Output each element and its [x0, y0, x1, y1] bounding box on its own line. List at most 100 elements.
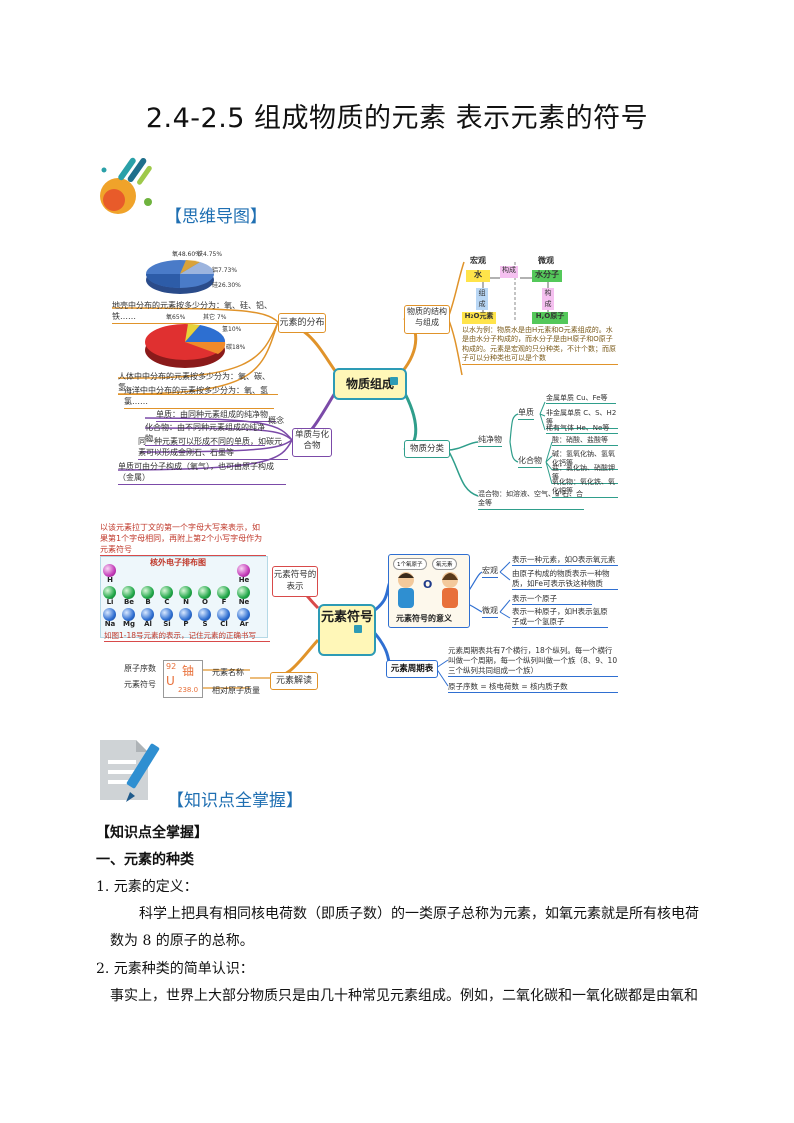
atom-be [122, 586, 135, 599]
pie1-label-si: 硅26.30% [212, 282, 241, 289]
para-1a: 科学上把具有相同核电荷数（即质子数）的一类原子总称为元素，如氧元素就是所有核电荷 [139, 906, 699, 922]
sym-ar: Ar [239, 620, 249, 628]
page-title: 2.4-2.5 组成物质的元素 表示元素的符号 [145, 103, 649, 134]
crust-text: 地壳中分布的元素按多少分为：氧、硅、铝、铁…… [112, 301, 282, 324]
metal-text: 金属单质 Cu、Fe等 [546, 394, 616, 405]
para-2: 事实上，世界上大部分物质只是由几十种常见元素组成。例如，二氧化碳和一氧化碳都是由… [110, 988, 698, 1004]
knowledge-heading: 【知识点全掌握】 [167, 791, 303, 811]
sym-f: F [221, 598, 227, 606]
sym-li: Li [106, 598, 114, 606]
water-box: 水 [466, 270, 490, 282]
node-element-read: 元素解读 [270, 672, 318, 690]
concept-label: 概念 [268, 416, 284, 425]
comp-def: 化合物：由不同种元素组成的纯净物 [145, 423, 265, 446]
sym-p: P [183, 620, 189, 628]
compound-label: 化合物 [518, 456, 542, 468]
compound-line3: 同一种元素可以形成不同的单质，如碳元素可以形成金刚石、石墨等 [138, 437, 288, 460]
elem-def: 单质：由同种元素组成的纯净物 [156, 410, 276, 422]
element-name: 铀 [182, 664, 195, 678]
sym-al: Al [144, 620, 152, 628]
sea-text: 海洋中中分布的元素按多少分为：氧、氢氯…… [124, 386, 274, 409]
h2o-atom-box: H,O原子 [532, 312, 568, 324]
atomic-number-label: 原子序数 [124, 664, 156, 673]
meaning-label: 元素符号的意义 [396, 614, 452, 623]
acid-text: 酸：硝酸、盐酸等 [552, 436, 618, 447]
made-box: 构成 [500, 266, 518, 278]
atom-ar [237, 608, 250, 621]
mindmap-heading: 【思维导图】 [165, 207, 267, 227]
pure-label: 纯净物 [478, 435, 502, 447]
comet-icon [100, 157, 152, 214]
rare-text: 稀有气体 He、Ne等 [546, 424, 618, 435]
atom-ne [237, 586, 250, 599]
item-2: 2. 元素种类的简单认识： [96, 961, 254, 977]
node-periodic-table: 元素周期表 [386, 660, 438, 678]
human-text: 人体中中分布的元素按多少分为：氧、碳、氢…… [118, 372, 278, 395]
macro-label-2: 宏观 [482, 566, 498, 578]
section-1-title: 一、元素的种类 [96, 852, 194, 868]
nonmetal-text: 非金属单质 C、S、H2等 [546, 409, 618, 429]
atom-na [103, 608, 116, 621]
item-1: 1. 元素的定义： [96, 879, 198, 895]
pie1-label-al: 铝7.73% [212, 267, 238, 274]
structure-note: 以水为例：物质水是由H元素和O元素组成的。水是由水分子构成的，而水分子是由H原子… [462, 326, 618, 365]
sym-o: O [202, 598, 208, 606]
sym-be: Be [123, 598, 135, 606]
crust-pie-chart [146, 260, 215, 294]
atom-b [141, 586, 154, 599]
bubble-element: 氧元素 [432, 558, 457, 570]
salt-text: 盐：氯化钠、硝酸钾等 [552, 464, 618, 484]
document-pen-icon [100, 740, 160, 802]
macro-m2: 由原子构成的物质表示一种物质，如Fe可表示铁这种物质 [512, 569, 618, 591]
node-distribution: 元素的分布 [278, 313, 326, 333]
letter-o: O [423, 578, 433, 591]
atom-p [179, 608, 192, 621]
symbol-rule: 以该元素拉丁文的第一个字母大写来表示，如果第1个字母相同，再附上第2个小写字母作… [100, 523, 266, 557]
pie1-label-fe: 铁4.75% [197, 251, 223, 258]
pie2-label-other: 其它 7% [203, 314, 227, 321]
sym-c: C [164, 598, 170, 606]
sym-he: He [238, 576, 250, 584]
base-text: 碱：氢氧化钠、氢氧化钙等 [552, 450, 618, 470]
sym-na: Na [104, 620, 116, 628]
center-node-symbol: 元素符号 [318, 604, 376, 656]
sym-s: S [202, 620, 208, 628]
elem-label: 单质 [518, 408, 534, 420]
pie2-label-c: 碳18% [226, 344, 246, 351]
atom-f [217, 586, 230, 599]
human-pie-chart [145, 324, 226, 368]
sym-si: Si [163, 620, 171, 628]
element-name-label: 元素名称 [212, 668, 244, 677]
atom-al [141, 608, 154, 621]
node-structure: 物质的结构与组成 [404, 305, 450, 334]
body-heading: 【知识点全掌握】 [96, 825, 208, 841]
oxide-text: 氧化物：氧化铁、氧化铜等 [552, 478, 618, 498]
sym-cl: Cl [220, 620, 228, 628]
atom-cl [217, 608, 230, 621]
pie1-label-o: 氧48.60% [172, 251, 201, 258]
node-classify: 物质分类 [404, 440, 450, 458]
atom-h [103, 564, 116, 577]
h2o-elem-box: H₂O元素 [462, 312, 496, 324]
sym-h: H [107, 576, 113, 584]
note-icon-2 [354, 625, 362, 633]
water-mol-box: 水分子 [532, 270, 562, 282]
bubble-atom: 1个氧原子 [393, 558, 427, 570]
element-symbol-label: 元素符号 [124, 680, 156, 689]
macro-m1: 表示一种元素，如O表示氧元素 [512, 555, 618, 567]
micro-u2: 表示一种原子，如H表示氢原子或一个氢原子 [512, 607, 608, 629]
atom-o [198, 586, 211, 599]
periodic-t2: 原子序数 = 核电荷数 = 核内质子数 [448, 682, 618, 694]
element-mass: 238.0 [178, 686, 199, 694]
periodic-t1: 元素周期表共有7个横行，18个纵列。每一个横行叫做一个周期，每一个纵列叫做一个族… [448, 646, 618, 678]
kids-illustration [398, 572, 458, 608]
micro-label: 微观 [538, 256, 554, 265]
node-symbol-rep: 元素符号的表示 [272, 566, 318, 597]
sym-ne: Ne [238, 598, 250, 606]
atom-s [198, 608, 211, 621]
element-symbol: U [166, 674, 175, 688]
atom-n [179, 586, 192, 599]
table-caption: 如图1-18号元素的表示，记住元素的正确书写 [104, 631, 270, 643]
sym-b: B [145, 598, 151, 606]
macro-label: 宏观 [470, 256, 486, 265]
